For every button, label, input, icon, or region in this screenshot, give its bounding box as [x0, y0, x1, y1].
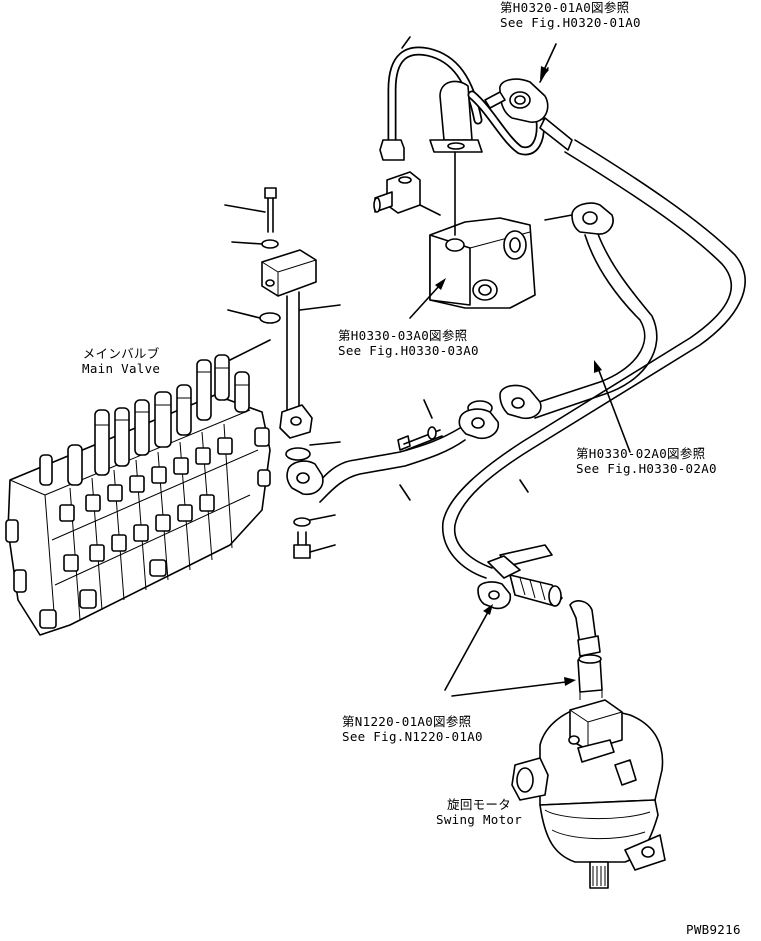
ref-h0330-02-en: See Fig.H0330-02A0 [576, 461, 717, 476]
swing-motor-label: 旋回モータ Swing Motor [436, 797, 522, 827]
tee-fitting [373, 171, 441, 216]
ref-n1220-jp: 第N1220-01A0図参照 [342, 714, 472, 729]
upper-hose-assembly [379, 46, 573, 161]
leader-lines [224, 36, 631, 697]
main-valve-jp: メインバルブ [82, 346, 160, 361]
swing-motor [511, 699, 666, 889]
elbow-fitting [569, 600, 603, 700]
ref-h0330-03-label: 第H0330-03A0図参照 See Fig.H0330-03A0 [338, 328, 479, 358]
center-valve-block [429, 151, 536, 309]
swing-motor-jp: 旋回モータ [447, 797, 512, 812]
ref-h0330-03-en: See Fig.H0330-03A0 [338, 343, 479, 358]
main-valve-en: Main Valve [82, 361, 161, 376]
drawing-code: PWB9216 [686, 922, 741, 937]
swing-motor-en: Swing Motor [436, 812, 523, 827]
main-valve [5, 354, 271, 636]
pipe-block [259, 187, 317, 439]
long-hose [442, 139, 746, 610]
ref-h0320-label: 第H0320-01A0図参照 See Fig.H0320-01A0 [500, 0, 641, 30]
ref-n1220-en: See Fig.N1220-01A0 [342, 729, 483, 744]
ref-h0320-jp: 第H0320-01A0図参照 [500, 0, 630, 15]
lower-pipe [285, 408, 500, 559]
ref-h0330-02-jp: 第H0330-02A0図参照 [576, 446, 706, 461]
ref-h0330-02-label: 第H0330-02A0図参照 See Fig.H0330-02A0 [576, 446, 717, 476]
ref-h0330-03-jp: 第H0330-03A0図参照 [338, 328, 468, 343]
ref-n1220-label: 第N1220-01A0図参照 See Fig.N1220-01A0 [342, 714, 483, 744]
main-valve-label: メインバルブ Main Valve [82, 346, 160, 376]
ref-h0320-en: See Fig.H0320-01A0 [500, 15, 641, 30]
right-pipe [467, 202, 658, 420]
